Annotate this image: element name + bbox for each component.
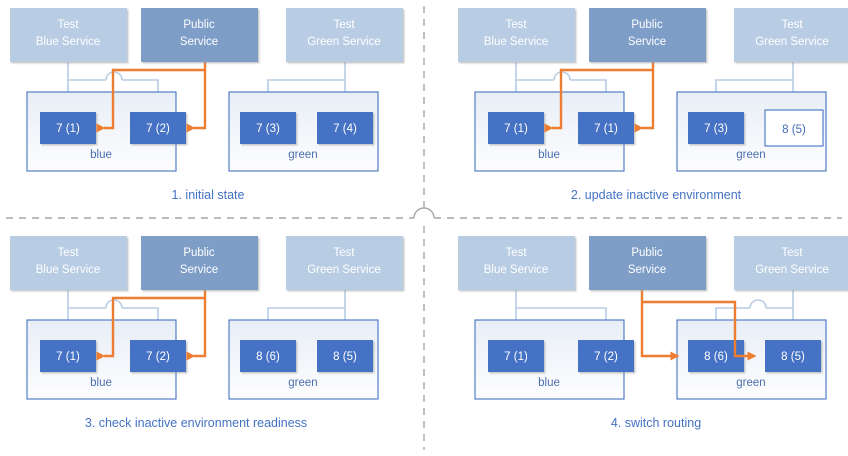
- panel-4: blue green 7 (1) 7 (2) 8 (6) 8 (5) Test …: [458, 236, 848, 430]
- panel-3-instance-green-2: [317, 340, 373, 372]
- panel-2-caption: 2. update inactive environment: [571, 188, 742, 202]
- panel-2-test-blue-service-label-2: Blue Service: [484, 36, 549, 48]
- panel-4-test-blue-service: [458, 236, 575, 290]
- panel-2-env-green-label: green: [736, 149, 765, 161]
- panel-4-instance-green-1-label: 8 (6): [704, 351, 728, 363]
- panel-2-instance-green-2-label: 8 (5): [782, 124, 806, 136]
- panel-1-public-service-label-1: Public: [183, 19, 215, 31]
- panel-1-test-green-service: [286, 8, 403, 62]
- panel-3-public-service-label-1: Public: [183, 247, 215, 259]
- panel-1-instance-green-1-label: 7 (3): [256, 123, 280, 135]
- panel-1-env-blue-label: blue: [90, 149, 112, 161]
- panel-1-test-blue-service-label-1: Test: [57, 19, 79, 31]
- panel-2-public-routing: [544, 62, 655, 133]
- panel-3-env-blue-label: blue: [90, 377, 112, 389]
- panel-3-instance-green-2-label: 8 (5): [333, 351, 357, 363]
- panel-3-instance-blue-2: [130, 340, 186, 372]
- panel-1-instance-green-2-label: 7 (4): [333, 123, 357, 135]
- panel-1-instance-blue-2: [130, 112, 186, 144]
- panel-4-instance-blue-2: [578, 340, 634, 372]
- panel-2-instance-blue-1: [488, 112, 544, 144]
- panel-3-instance-blue-1-label: 7 (1): [56, 351, 80, 363]
- panel-1: blue green 7 (1) 7 (2) 7 (3) 7 (4) Test …: [10, 8, 403, 202]
- panel-3-instance-blue-1: [40, 340, 96, 372]
- panel-4-public-service: [589, 236, 706, 290]
- panel-4-instance-blue-1: [488, 340, 544, 372]
- panel-1-instance-green-1: [240, 112, 296, 144]
- panel-1-public-routing: [96, 62, 207, 133]
- panel-3-public-routing: [96, 290, 207, 361]
- panel-4-caption: 4. switch routing: [611, 416, 701, 430]
- panel-4-test-green-service-label-2: Green Service: [755, 264, 829, 276]
- panel-1-instance-green-2: [317, 112, 373, 144]
- panel-2-test-blue-service-label-1: Test: [505, 19, 527, 31]
- panel-1-public-service: [141, 8, 258, 62]
- panel-4-instance-blue-2-label: 7 (2): [594, 351, 618, 363]
- panel-2-test-blue-service: [458, 8, 575, 62]
- panel-4-test-blue-service-label-2: Blue Service: [484, 264, 549, 276]
- panel-4-public-service-label-1: Public: [631, 247, 663, 259]
- panel-3-test-green-service: [286, 236, 403, 290]
- panel-3-test-blue-service: [10, 236, 127, 290]
- panel-2-test-green-service: [734, 8, 848, 62]
- panel-1-caption: 1. initial state: [172, 188, 245, 202]
- panel-3-instance-blue-2-label: 7 (2): [146, 351, 170, 363]
- panel-2-test-green-service-label-2: Green Service: [755, 36, 829, 48]
- panel-1-test-green-service-label-2: Green Service: [307, 36, 381, 48]
- panel-2: blue green 7 (1) 7 (1) 7 (3) 8 (5) Test …: [458, 8, 848, 202]
- panel-2-instance-blue-1-label: 7 (1): [504, 123, 528, 135]
- panel-1-test-green-service-label-1: Test: [333, 19, 355, 31]
- panel-1-public-service-label-2: Service: [180, 36, 218, 48]
- panel-3-test-blue-service-label-1: Test: [57, 247, 79, 259]
- panel-2-env-blue-label: blue: [538, 149, 560, 161]
- panel-1-instance-blue-2-label: 7 (2): [146, 123, 170, 135]
- panel-2-instance-blue-2-label: 7 (1): [594, 123, 618, 135]
- panel-3-test-green-service-label-2: Green Service: [307, 264, 381, 276]
- panel-2-public-service-label-1: Public: [631, 19, 663, 31]
- panel-2-instance-green-1: [688, 112, 744, 144]
- panel-4-public-service-label-2: Service: [628, 264, 666, 276]
- panel-3-test-green-service-label-1: Test: [333, 247, 355, 259]
- panel-4-test-green-service-label-1: Test: [781, 247, 803, 259]
- panel-3-instance-green-1-label: 8 (6): [256, 351, 280, 363]
- panel-3-public-service-label-2: Service: [180, 264, 218, 276]
- panel-1-env-green-label: green: [288, 149, 317, 161]
- panel-3: blue green 7 (1) 7 (2) 8 (6) 8 (5) Test …: [10, 236, 403, 430]
- panel-3-test-blue-service-label-2: Blue Service: [36, 264, 101, 276]
- panel-3-public-service: [141, 236, 258, 290]
- panel-4-green-test-connector: [715, 290, 801, 329]
- panel-4-env-green-label: green: [736, 377, 765, 389]
- panel-1-instance-blue-1: [40, 112, 96, 144]
- panel-1-test-blue-service-label-2: Blue Service: [36, 36, 101, 48]
- panel-2-instance-green-1-label: 7 (3): [704, 123, 728, 135]
- divider-hop-arc: [413, 207, 435, 219]
- panel-2-public-service-label-2: Service: [628, 36, 666, 48]
- panel-2-public-service: [589, 8, 706, 62]
- panel-2-instance-green-2: [764, 109, 824, 147]
- panel-2-instance-blue-2: [578, 112, 634, 144]
- panel-4-instance-blue-1-label: 7 (1): [504, 351, 528, 363]
- panel-4-public-routing: [640, 290, 757, 361]
- panel-4-instance-green-2: [765, 340, 821, 372]
- panel-1-test-blue-service: [10, 8, 127, 62]
- panel-2-test-green-service-label-1: Test: [781, 19, 803, 31]
- panel-dividers: [6, 6, 842, 450]
- panel-3-instance-green-1: [240, 340, 296, 372]
- panel-3-env-green-label: green: [288, 377, 317, 389]
- panel-3-caption: 3. check inactive environment readiness: [85, 416, 307, 430]
- panel-4-env-blue-label: blue: [538, 377, 560, 389]
- panel-4-test-green-service: [734, 236, 848, 290]
- panel-4-test-blue-service-label-1: Test: [505, 247, 527, 259]
- panel-1-instance-blue-1-label: 7 (1): [56, 123, 80, 135]
- panel-4-instance-green-2-label: 8 (5): [781, 351, 805, 363]
